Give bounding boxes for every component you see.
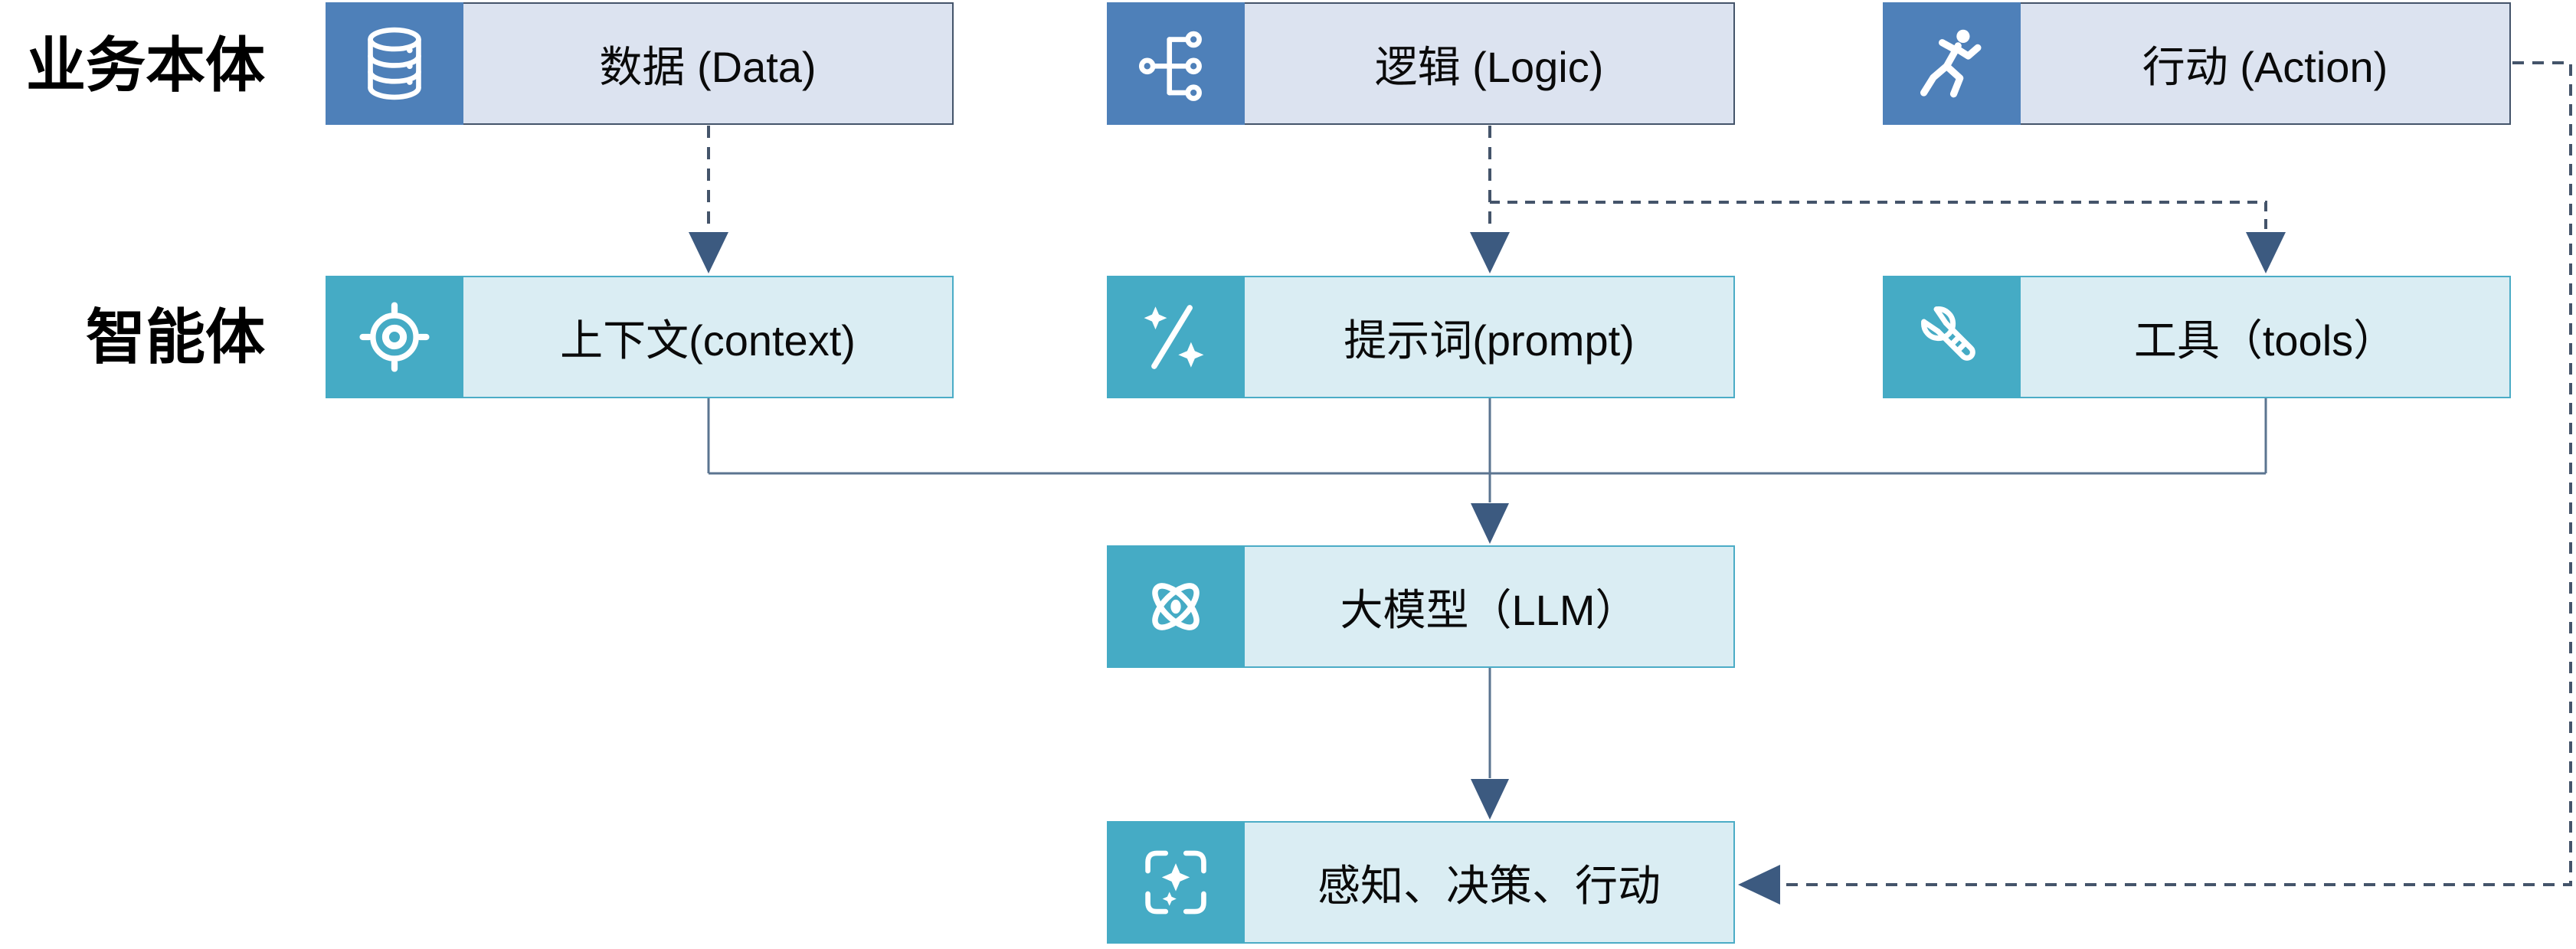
node-tools: 工具（tools）: [1883, 276, 2511, 398]
database-icon: [326, 2, 463, 125]
wrench-icon: [1883, 276, 2021, 398]
node-logic-label: 逻辑 (Logic): [1245, 2, 1735, 125]
node-output-label: 感知、决策、行动: [1245, 821, 1735, 944]
node-context: 上下文(context): [326, 276, 954, 398]
target-icon: [326, 276, 463, 398]
node-action-label: 行动 (Action): [2021, 2, 2511, 125]
node-prompt-label: 提示词(prompt): [1245, 276, 1735, 398]
hierarchy-icon: [1107, 2, 1245, 125]
row-label-agent: 智能体: [85, 303, 265, 371]
connector-data-context: [689, 126, 728, 273]
node-logic: 逻辑 (Logic): [1107, 2, 1735, 125]
node-data: 数据 (Data): [326, 2, 954, 125]
connector-action-output-feedback: [1738, 61, 2572, 905]
connector-agent-llm: [707, 398, 2267, 544]
sparkle-frame-icon: [1107, 821, 1245, 944]
node-llm-label: 大模型（LLM）: [1245, 545, 1735, 668]
connector-llm-output: [1471, 668, 1509, 820]
magic-wand-icon: [1107, 276, 1245, 398]
node-prompt: 提示词(prompt): [1107, 276, 1735, 398]
runner-icon: [1883, 2, 2021, 125]
node-context-label: 上下文(context): [463, 276, 954, 398]
node-data-label: 数据 (Data): [463, 2, 954, 125]
node-tools-label: 工具（tools）: [2021, 276, 2511, 398]
node-llm: 大模型（LLM）: [1107, 545, 1735, 668]
node-output: 感知、决策、行动: [1107, 821, 1735, 944]
connector-logic-tools: [1490, 201, 2286, 273]
row-label-business: 业务本体: [25, 31, 265, 99]
connector-logic-prompt: [1470, 126, 1510, 273]
atom-icon: [1107, 545, 1245, 668]
node-action: 行动 (Action): [1883, 2, 2511, 125]
